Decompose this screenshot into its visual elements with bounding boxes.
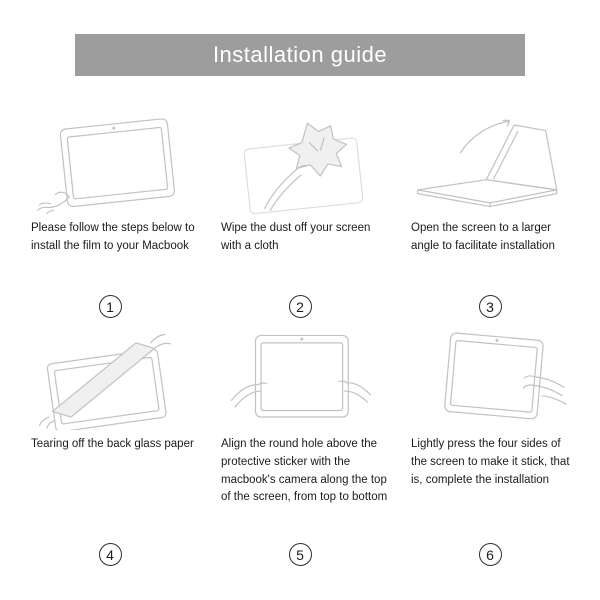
peel-film-icon [15, 112, 205, 214]
step-3-text: Open the screen to a larger angle to fac… [411, 222, 555, 252]
step-5-number: 5 [296, 546, 304, 563]
step-2: Wipe the dust off your screen with a clo… [205, 112, 395, 318]
steps-grid: Please follow the steps below to install… [15, 112, 585, 566]
step-5-number-badge: 5 [288, 543, 312, 566]
step-4-text: Tearing off the back glass paper [31, 438, 194, 450]
align-camera-icon [205, 328, 395, 430]
step-4-number: 4 [106, 546, 114, 563]
step-5: Align the round hole above the protectiv… [205, 328, 395, 566]
step-4-number-badge: 4 [98, 543, 122, 566]
step-5-text: Align the round hole above the protectiv… [221, 438, 388, 504]
step-2-number: 2 [296, 298, 304, 315]
page-title: Installation guide [212, 42, 388, 67]
header-banner: Installation guide [75, 34, 525, 76]
step-4: Tearing off the back glass paper 4 [15, 328, 205, 566]
step-6: Lightly press the four sides of the scre… [395, 328, 585, 566]
open-laptop-icon [395, 112, 585, 214]
step-2-number-badge: 2 [288, 295, 312, 318]
step-3: Open the screen to a larger angle to fac… [395, 112, 585, 318]
step-6-number-badge: 6 [478, 543, 502, 566]
press-sides-icon [395, 328, 585, 430]
step-2-text: Wipe the dust off your screen with a clo… [221, 222, 371, 252]
step-6-text: Lightly press the four sides of the scre… [411, 438, 570, 486]
wipe-cloth-icon [205, 112, 395, 214]
step-3-number-badge: 3 [478, 295, 502, 318]
step-3-number: 3 [486, 298, 494, 315]
step-1: Please follow the steps below to install… [15, 112, 205, 318]
step-1-number-badge: 1 [98, 295, 122, 318]
tear-backing-icon [15, 328, 205, 430]
step-6-number: 6 [486, 546, 494, 563]
step-1-number: 1 [106, 298, 114, 315]
step-1-text: Please follow the steps below to install… [31, 222, 195, 252]
